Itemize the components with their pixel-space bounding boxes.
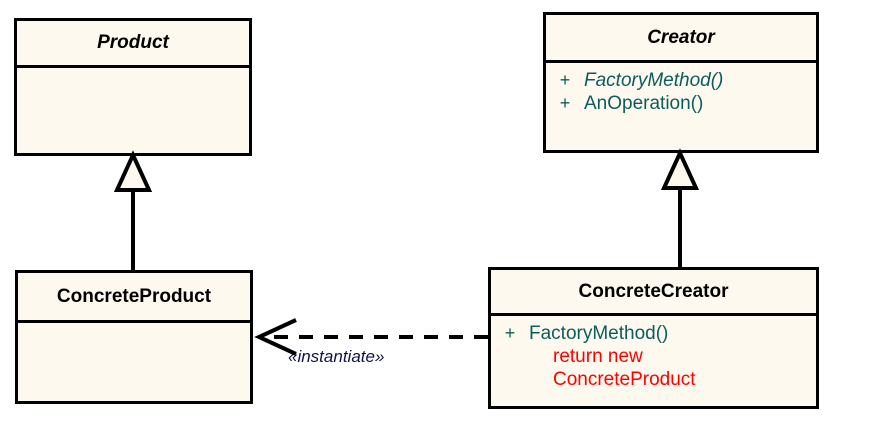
generalization-triangle-arrowhead: [113, 150, 153, 192]
class-members-product: [17, 68, 249, 153]
class-compartment-divider: [18, 320, 250, 323]
class-members-concrete-product: [18, 323, 250, 401]
generalization-concreteproduct-to-product: [113, 150, 153, 270]
class-members-concrete-creator: + FactoryMethod() return new ConcretePro…: [491, 316, 816, 406]
member-visibility: +: [504, 323, 516, 343]
class-member: + FactoryMethod(): [546, 69, 816, 92]
member-note-line: return new: [553, 346, 643, 367]
member-signature: AnOperation(): [584, 93, 704, 114]
class-box-concrete-product[interactable]: ConcreteProduct: [15, 270, 253, 404]
class-box-product[interactable]: Product: [14, 18, 252, 156]
class-member: + FactoryMethod(): [491, 322, 816, 345]
class-name-concrete-product: ConcreteProduct: [56, 285, 212, 307]
member-visibility: +: [559, 70, 571, 90]
class-box-concrete-creator[interactable]: ConcreteCreator + FactoryMethod() return…: [488, 267, 819, 409]
member-signature: FactoryMethod(): [584, 70, 724, 91]
member-note-line: ConcreteProduct: [553, 369, 696, 390]
class-members-creator: + FactoryMethod() + AnOperation(): [546, 63, 816, 150]
generalization-concretecreator-to-creator: [660, 148, 700, 267]
class-name-creator: Creator: [647, 26, 715, 48]
class-name-concrete-creator: ConcreteCreator: [578, 280, 729, 302]
class-compartment-divider: [491, 313, 816, 316]
generalization-triangle-arrowhead: [660, 148, 700, 190]
class-name-product: Product: [97, 32, 169, 53]
class-compartment-divider: [546, 60, 816, 63]
member-signature: FactoryMethod(): [529, 323, 669, 344]
class-member: + AnOperation(): [546, 92, 816, 115]
member-visibility: +: [559, 93, 571, 113]
class-compartment-divider: [17, 65, 249, 68]
class-box-creator[interactable]: Creator + FactoryMethod() + AnOperation(…: [543, 12, 819, 153]
dependency-stereotype-label: «instantiate»: [288, 347, 385, 366]
